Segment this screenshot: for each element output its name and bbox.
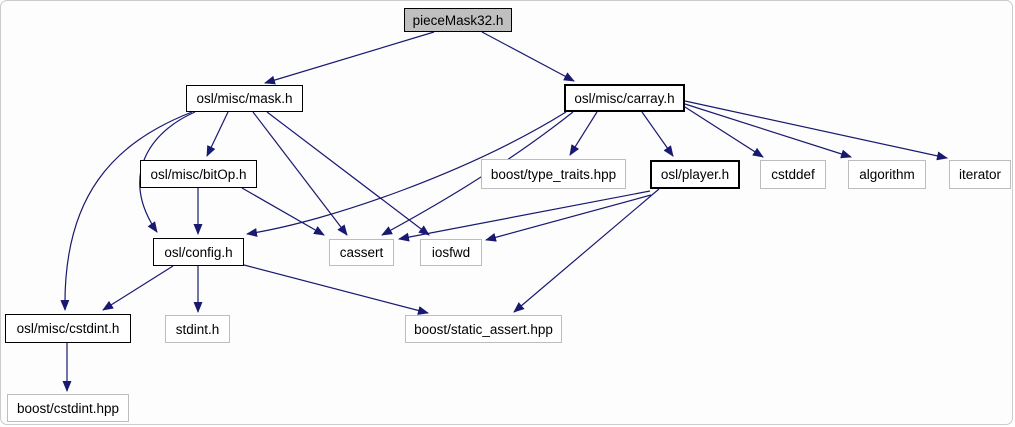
edge-pieceMask32-to-carray bbox=[481, 31, 575, 82]
node-cassert: cassert bbox=[329, 239, 394, 266]
edge-mask-to-bitOp bbox=[206, 111, 229, 157]
node-osl-misc-mask-h[interactable]: osl/misc/mask.h bbox=[186, 85, 303, 112]
node-boost-static-assert-hpp: boost/static_assert.hpp bbox=[405, 315, 562, 343]
edge-carray-to-iterator bbox=[684, 100, 948, 161]
edge-player-to-iosfwd bbox=[485, 194, 652, 242]
node-osl-misc-carray-h[interactable]: osl/misc/carray.h bbox=[564, 84, 685, 112]
edge-carray-to-type-traits bbox=[569, 111, 598, 156]
edge-mask-to-cstdint bbox=[60, 111, 193, 311]
edge-mask-to-iosfwd bbox=[266, 111, 430, 236]
edge-config-to-static-assert bbox=[243, 264, 429, 315]
node-osl-player-h[interactable]: osl/player.h bbox=[650, 160, 740, 189]
edge-config-to-cstdint bbox=[102, 265, 174, 311]
node-boost-type-traits-hpp: boost/type_traits.hpp bbox=[481, 159, 626, 189]
edge-player-to-cassert bbox=[398, 190, 651, 242]
edge-mask-to-config bbox=[139, 111, 196, 233]
edge-carray-to-algorithm bbox=[684, 103, 852, 159]
edge-pieceMask32-to-mask bbox=[264, 31, 435, 85]
node-algorithm: algorithm bbox=[848, 160, 926, 189]
node-iterator: iterator bbox=[949, 160, 1011, 189]
node-pieceMask32-h: pieceMask32.h bbox=[404, 8, 512, 32]
edge-carray-to-player bbox=[641, 111, 674, 157]
node-iosfwd: iosfwd bbox=[420, 239, 482, 266]
node-osl-misc-bitOp-h[interactable]: osl/misc/bitOp.h bbox=[140, 160, 257, 188]
edge-carray-to-cassert bbox=[381, 111, 574, 236]
edge-bitOp-to-cassert bbox=[241, 187, 325, 236]
edge-player-to-static-assert bbox=[513, 188, 660, 313]
edge-mask-to-cassert bbox=[252, 111, 348, 236]
node-boost-cstdint-hpp: boost/cstdint.hpp bbox=[7, 394, 129, 422]
node-cstddef: cstddef bbox=[760, 160, 826, 189]
node-osl-config-h[interactable]: osl/config.h bbox=[153, 238, 244, 266]
edge-carray-to-config bbox=[246, 111, 567, 237]
edge-carray-to-cstddef bbox=[684, 106, 764, 158]
node-osl-misc-cstdint-h[interactable]: osl/misc/cstdint.h bbox=[5, 314, 131, 343]
node-stdint-h: stdint.h bbox=[165, 315, 230, 343]
